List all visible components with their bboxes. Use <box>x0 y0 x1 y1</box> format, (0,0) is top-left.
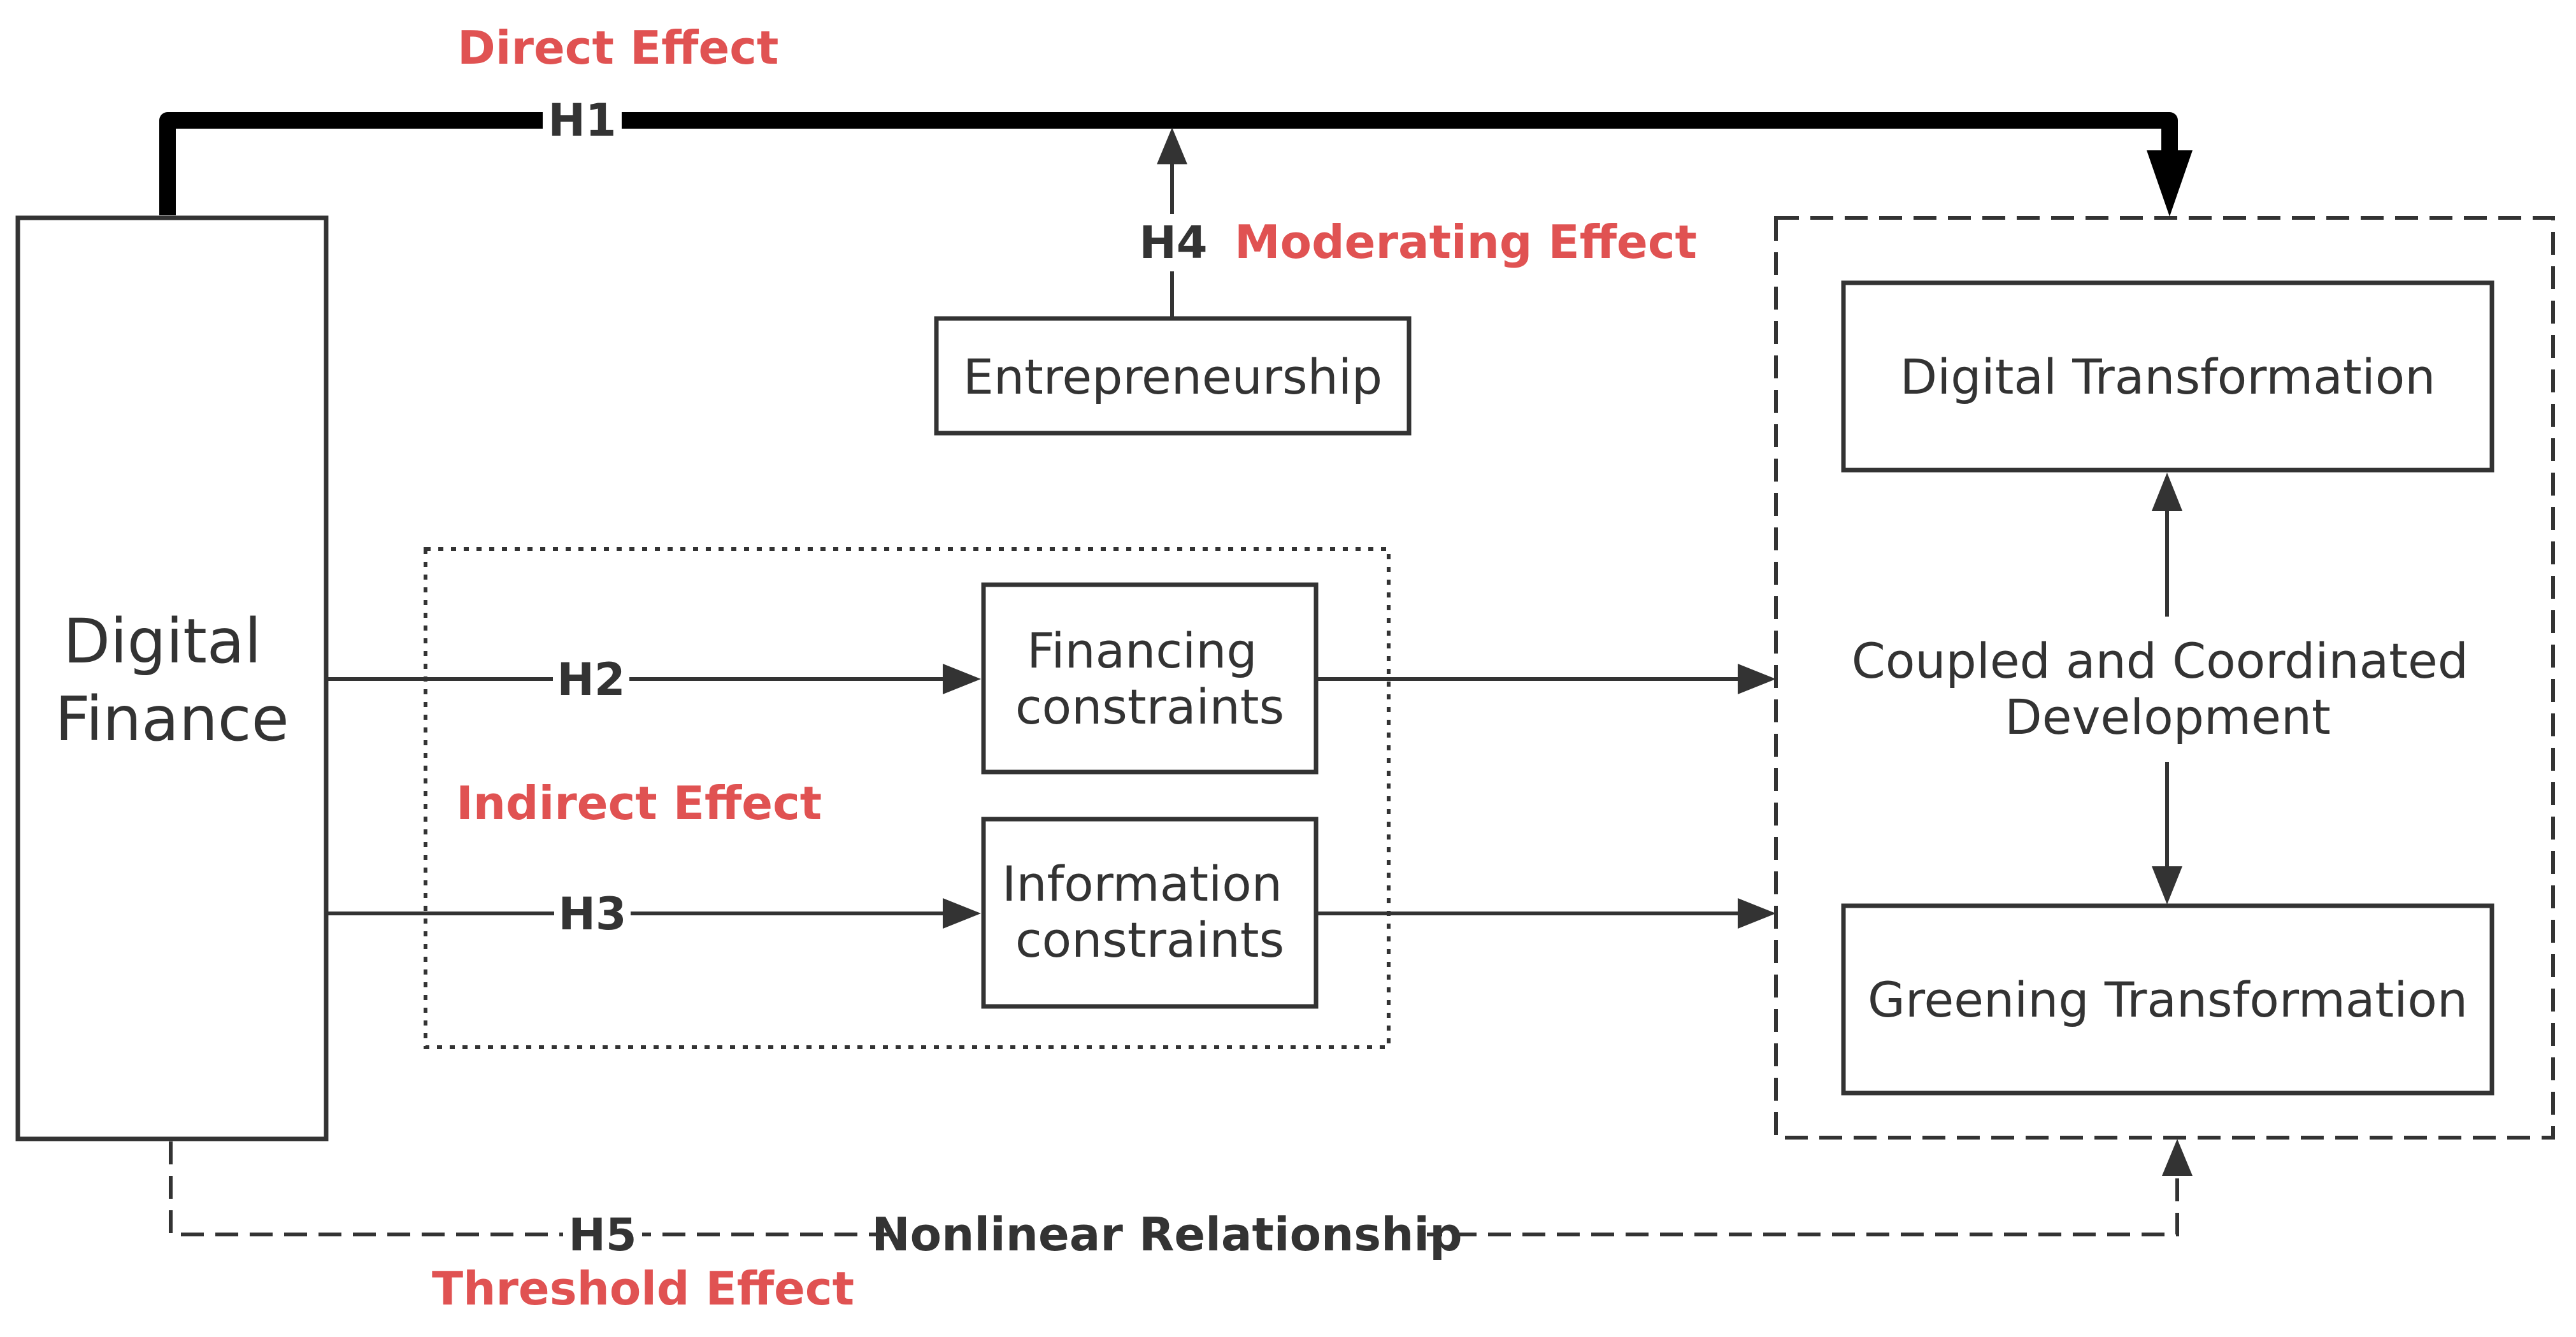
coupling-up-arrowhead <box>2152 473 2182 511</box>
h2-arrowhead <box>943 664 981 694</box>
information-constraints-label: Information constraints <box>1002 855 1298 968</box>
coupled-development-label: Coupled and Coordinated Development <box>1852 633 2484 745</box>
digital-transformation-label: Digital Transformation <box>1900 348 2436 405</box>
h5-label: H5 <box>568 1209 636 1261</box>
coupled-outcome-group <box>1774 216 2555 1140</box>
information-to-outcome-arrowhead <box>1738 898 1776 929</box>
nonlinear-relationship-label: Nonlinear Relationship <box>871 1208 1462 1261</box>
indirect-effect-label: Indirect Effect <box>456 776 822 830</box>
threshold-effect-label: Threshold Effect <box>432 1262 854 1315</box>
h3-arrowhead <box>943 898 981 929</box>
entrepreneurship-label: Entrepreneurship <box>963 348 1382 405</box>
h5-arrowhead <box>2162 1139 2193 1176</box>
h3-label: H3 <box>558 888 626 940</box>
financing-to-outcome-arrowhead <box>1738 664 1776 694</box>
h4-arrowhead <box>1157 127 1187 164</box>
h4-label: H4 <box>1139 217 1207 269</box>
h1-label: H1 <box>548 94 616 147</box>
digital-finance-label: Digital Finance <box>55 606 289 755</box>
h1-arrowhead <box>2147 150 2193 217</box>
financing-constraints-box <box>981 582 1319 775</box>
h2-label: H2 <box>557 654 625 706</box>
digital-transformation-box <box>1841 280 2494 473</box>
greening-transformation-label: Greening Transformation <box>1868 971 2468 1028</box>
indirect-effect-group <box>424 547 1391 1049</box>
digital-finance-box <box>15 215 329 1141</box>
entrepreneurship-box <box>934 316 1412 436</box>
h1-direct-path <box>159 112 2178 215</box>
information-constraints-box <box>981 817 1319 1009</box>
direct-effect-label: Direct Effect <box>457 21 778 75</box>
coupling-down-arrowhead <box>2152 866 2182 904</box>
h5-threshold-path <box>169 1141 2179 1236</box>
greening-transformation-box <box>1841 903 2494 1096</box>
financing-constraints-label: Financing constraints <box>1015 622 1284 735</box>
moderating-effect-label: Moderating Effect <box>1234 215 1697 269</box>
